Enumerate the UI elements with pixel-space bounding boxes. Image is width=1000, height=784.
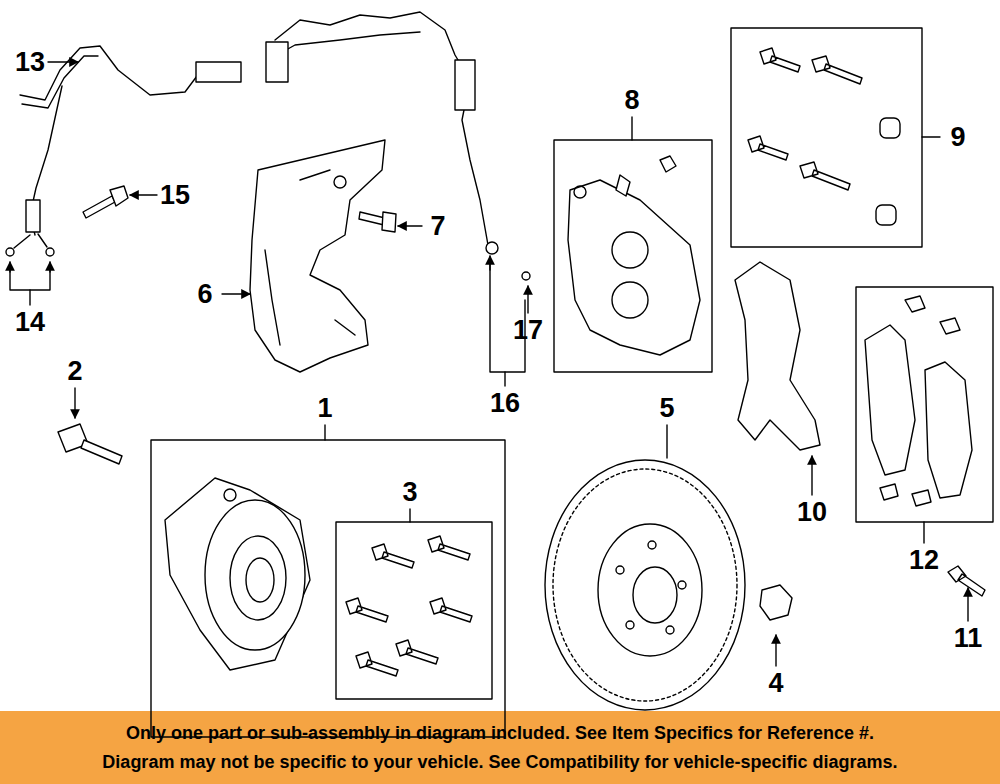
abs-sensor-wire [266,12,530,280]
callout-number: 14 [15,309,45,336]
bolt [83,186,128,218]
bolt [58,424,122,464]
notice-band [0,711,1000,784]
wheel-hub [165,478,310,670]
callout-number: 11 [954,625,983,652]
bolt [948,566,985,596]
notice-text: Only one part or sub-assembly in diagram… [126,724,874,744]
callout-number: 16 [490,390,520,417]
callout-number: 7 [430,213,445,240]
callout-number: 15 [160,182,190,209]
group-box [336,522,492,699]
callout-number: 3 [402,479,417,506]
brake-caliper [568,156,700,355]
brake-rotor [545,460,745,710]
group-box [856,287,993,522]
abs-sensor-wire [6,46,241,256]
caliper-bracket [735,262,820,450]
callout-number: 8 [624,87,639,114]
guide-pin [748,48,900,225]
bolt [359,212,396,232]
callout-number: 9 [950,124,965,151]
group-box [554,140,712,372]
callout-number: 10 [797,499,827,526]
callout-number: 6 [197,281,212,308]
group-box [151,440,505,737]
wheel-stud [346,536,472,676]
notice-text: Diagram may not be specific to your vehi… [102,753,897,773]
callout-number: 4 [768,670,783,697]
callout-number: 13 [15,49,45,76]
callout-number: 17 [513,317,543,344]
callout-number: 12 [909,547,939,574]
callout-number: 2 [67,358,82,385]
callout-number: 1 [317,395,332,422]
brake-pad [865,296,972,506]
nut [760,585,792,620]
group-box [731,28,922,247]
callout-number: 5 [659,395,674,422]
splash-shield [250,140,385,372]
